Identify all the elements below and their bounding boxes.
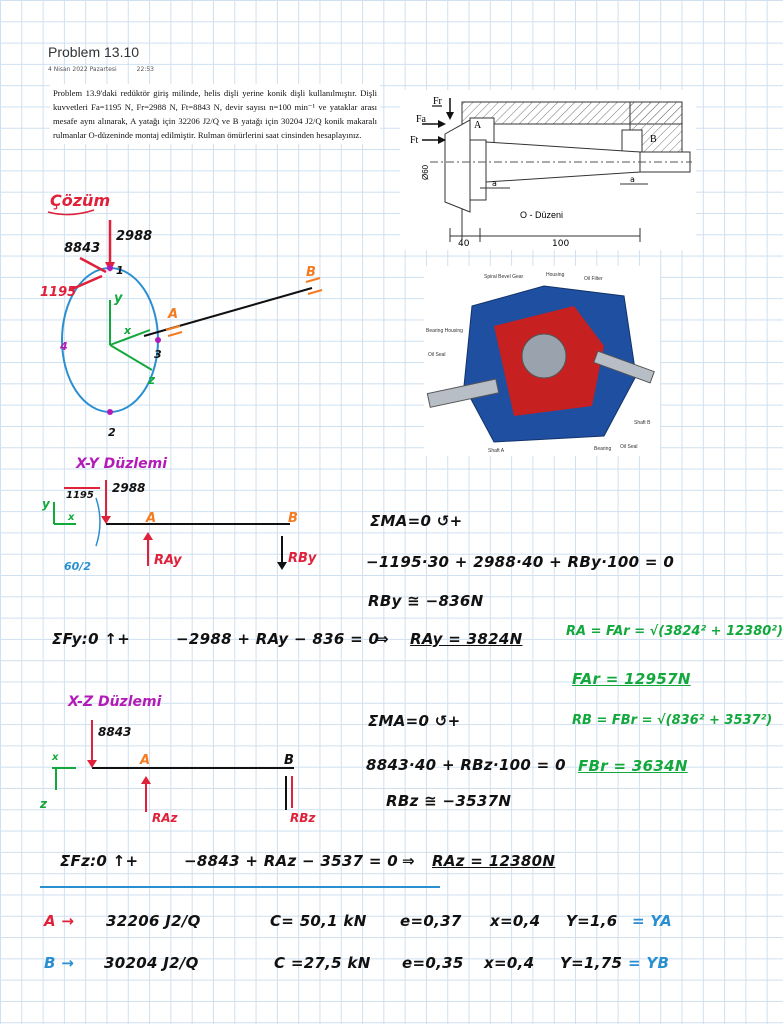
xy-diagram: 1195 2988 y x 60/2 A B RAy RBy: [42, 480, 317, 573]
xy-eq-moment: ΣMA=0 ↺+: [370, 512, 463, 530]
sketch-label-a: A: [167, 307, 178, 322]
row-a-y-label: = YA: [632, 912, 673, 930]
label-fa: Fa: [416, 114, 427, 125]
row-a-bearing: 32206 J2/Q: [106, 912, 201, 930]
row-b-e: e=0,35: [402, 954, 464, 972]
xz-eq-rbz: RBz ≅ −3537N: [386, 792, 512, 810]
xz-axis-z: z: [39, 797, 48, 811]
sketch-f-8843: 8843: [64, 241, 100, 256]
row-b-y: Y=1,75: [560, 954, 623, 972]
xz-rbz: RBz: [290, 811, 316, 825]
row-b-c: C =27,5 kN: [274, 954, 371, 972]
xy-axis-x: x: [67, 512, 75, 523]
xy-f-2988: 2988: [112, 481, 145, 495]
xy-eq-rby: RBy ≅ −836N: [368, 592, 484, 610]
row-a-c: C= 50,1 kN: [270, 912, 367, 930]
xy-label-a: A: [145, 511, 156, 526]
result-fbr: FBr = 3634N: [578, 757, 688, 775]
row-b-x: x=0,4: [484, 954, 535, 972]
solution-sketch: Çözüm 2988 8843 1195 1 2 3 4 y x z A B: [40, 191, 323, 439]
xz-heading: X-Z Düzlemi: [68, 694, 162, 710]
xy-rby: RBy: [288, 551, 317, 566]
xz-eq-implies: ⇒: [402, 852, 415, 870]
row-b-bearing: 30204 J2/Q: [104, 954, 199, 972]
xz-label-a: A: [139, 753, 150, 768]
page-datetime: 4 Nisan 2022 Pazartesi 22:53: [48, 66, 172, 73]
label-bearing-b: B: [650, 134, 657, 145]
xz-axis-x: x: [51, 752, 59, 763]
label-a-2: a: [630, 175, 635, 184]
problem-text: Problem 13.9'daki redüktör giriş milinde…: [50, 84, 380, 144]
xy-eq-implies: ⇒: [376, 630, 389, 648]
label-bearing: Bearing: [594, 446, 611, 452]
label-oil-seal-2: Oil Seal: [620, 444, 638, 450]
sketch-axis-z: z: [147, 373, 156, 387]
result-rb: RB = FBr = √(836² + 3537²): [572, 713, 773, 728]
xy-eq-force: ΣFy:0 ↑+: [52, 630, 131, 648]
row-a-x: x=0,4: [490, 912, 541, 930]
label-housing: Housing: [546, 272, 565, 278]
xy-label-b: B: [288, 511, 298, 526]
xy-heading: X-Y Düzlemi: [76, 456, 168, 472]
row-b-label: B →: [44, 954, 75, 972]
xy-eq-force-body: −2988 + RAy − 836 = 0: [176, 630, 380, 648]
xz-label-b: B: [284, 753, 294, 768]
divider-line: [40, 886, 440, 888]
result-far: FAr = 12957N: [572, 670, 691, 688]
label-fr: Fr: [433, 96, 443, 107]
xz-eq-moment-body: 8843·40 + RBz·100 = 0: [366, 756, 566, 774]
gearbox-cutaway-image: Spiral Bevel Gear Housing Oil Filter Bea…: [424, 266, 660, 456]
xy-f-1195: 1195: [66, 490, 94, 501]
label-shaft-a: Shaft A: [488, 448, 505, 454]
label-spiral-bevel-gear: Spiral Bevel Gear: [484, 274, 524, 280]
sketch-axis-y: y: [114, 291, 123, 306]
label-dim-100: 100: [552, 239, 569, 249]
row-b-y-label: = YB: [628, 954, 670, 972]
xy-radius: 60/2: [64, 560, 91, 573]
label-bearing-housing: Bearing Housing: [426, 328, 463, 334]
sketch-axis-x: x: [123, 324, 132, 337]
sketch-f-1195: 1195: [40, 285, 76, 300]
label-diameter: Ø60: [421, 164, 430, 180]
label-oil-seal-1: Oil Seal: [428, 352, 446, 358]
label-shaft-b: Shaft B: [634, 420, 651, 426]
label-dim-40: 40: [458, 239, 470, 249]
shaft-technical-drawing: Fr Fa Ft A B Ø60 a a O - Düzeni 40 100: [400, 90, 696, 250]
row-a-y: Y=1,6: [566, 912, 618, 930]
xy-eq-ray: RAy = 3824N: [410, 630, 523, 648]
sketch-f-2988: 2988: [116, 229, 152, 244]
label-a-1: a: [492, 179, 497, 188]
xy-axis-y: y: [42, 497, 51, 511]
sketch-point-4: 4: [59, 340, 68, 353]
page-title: Problem 13.10: [48, 44, 140, 60]
sketch-point-3: 3: [154, 348, 162, 361]
result-ra: RA = FAr = √(3824² + 12380²): [566, 624, 783, 639]
xy-eq-moment-body: −1195·30 + 2988·40 + RBy·100 = 0: [366, 553, 675, 571]
label-bearing-a: A: [474, 120, 482, 131]
xz-eq-force: ΣFz:0 ↑+: [60, 852, 139, 870]
xz-f-8843: 8843: [98, 725, 131, 739]
label-arrangement: O - Düzeni: [520, 210, 563, 220]
row-a-label: A →: [44, 912, 75, 930]
xz-eq-force-body: −8843 + RAz − 3537 = 0: [184, 852, 399, 870]
xz-raz: RAz: [152, 811, 179, 825]
label-ft: Ft: [410, 135, 419, 146]
sketch-point-2: 2: [108, 426, 116, 439]
row-a-e: e=0,37: [400, 912, 462, 930]
page-time: 22:53: [136, 66, 154, 73]
sketch-label-b: B: [306, 265, 316, 280]
xy-ray: RAy: [154, 553, 182, 568]
xz-eq-moment: ΣMA=0 ↺+: [368, 712, 461, 730]
page-date: 4 Nisan 2022 Pazartesi: [48, 66, 117, 73]
label-oil-filter: Oil Filter: [584, 276, 603, 282]
xz-diagram: 8843 x z A B RAz RBz: [39, 720, 316, 825]
label-cozum: Çözüm: [50, 191, 110, 210]
sketch-point-1: 1: [116, 264, 124, 277]
xz-eq-raz: RAz = 12380N: [432, 852, 556, 870]
